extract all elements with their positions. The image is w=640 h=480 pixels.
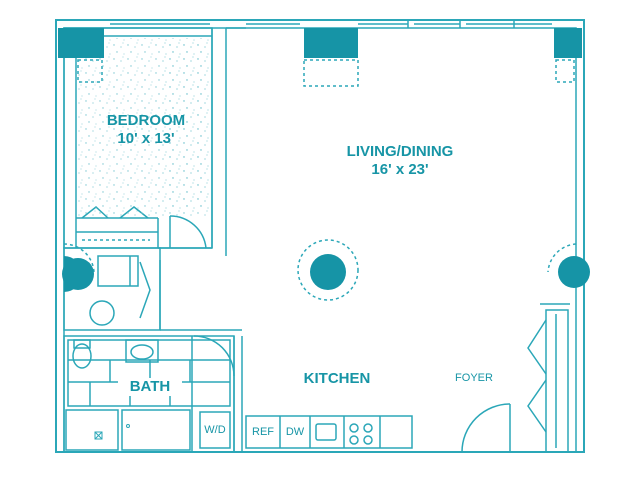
- bedroom-door: [158, 215, 212, 249]
- column-right: [558, 256, 590, 288]
- living-size: 16' x 23': [371, 161, 429, 178]
- kitchen-label: KITCHEN: [303, 370, 371, 387]
- pillar-top-middle: [304, 28, 358, 58]
- column-left-round: [62, 258, 94, 290]
- windows-top: [110, 20, 552, 28]
- washer-dryer-label: W/D: [204, 424, 226, 436]
- dishwasher-label: DW: [285, 426, 305, 438]
- kitchen-counter: [245, 415, 413, 449]
- column-arc-right: [547, 243, 577, 273]
- entry-door: [461, 403, 511, 453]
- bedroom-label: BEDROOM 10' x 13': [96, 112, 196, 148]
- pillar-top-right: [554, 28, 582, 58]
- pillar-top-left: [58, 28, 104, 58]
- column-arc-center: [297, 239, 359, 301]
- pillar-outline-middle: [303, 59, 359, 87]
- bath-label: BATH: [118, 378, 182, 396]
- drain-icon: [94, 431, 103, 440]
- washer-dryer: [199, 411, 231, 449]
- bedroom-size: 10' x 13': [117, 130, 175, 147]
- bedroom-name: BEDROOM: [106, 112, 186, 129]
- column-center: [310, 254, 346, 290]
- foyer-label: FOYER: [455, 372, 493, 384]
- refrigerator-label: REF: [252, 426, 274, 438]
- pillar-outline-right: [555, 59, 575, 83]
- living-name: LIVING/DINING: [346, 143, 454, 160]
- living-label: LIVING/DINING 16' x 23': [330, 143, 470, 179]
- bedroom-floor-texture-2: [162, 40, 210, 212]
- foyer-closet: [527, 303, 570, 453]
- tub-drain-icon: [126, 424, 130, 428]
